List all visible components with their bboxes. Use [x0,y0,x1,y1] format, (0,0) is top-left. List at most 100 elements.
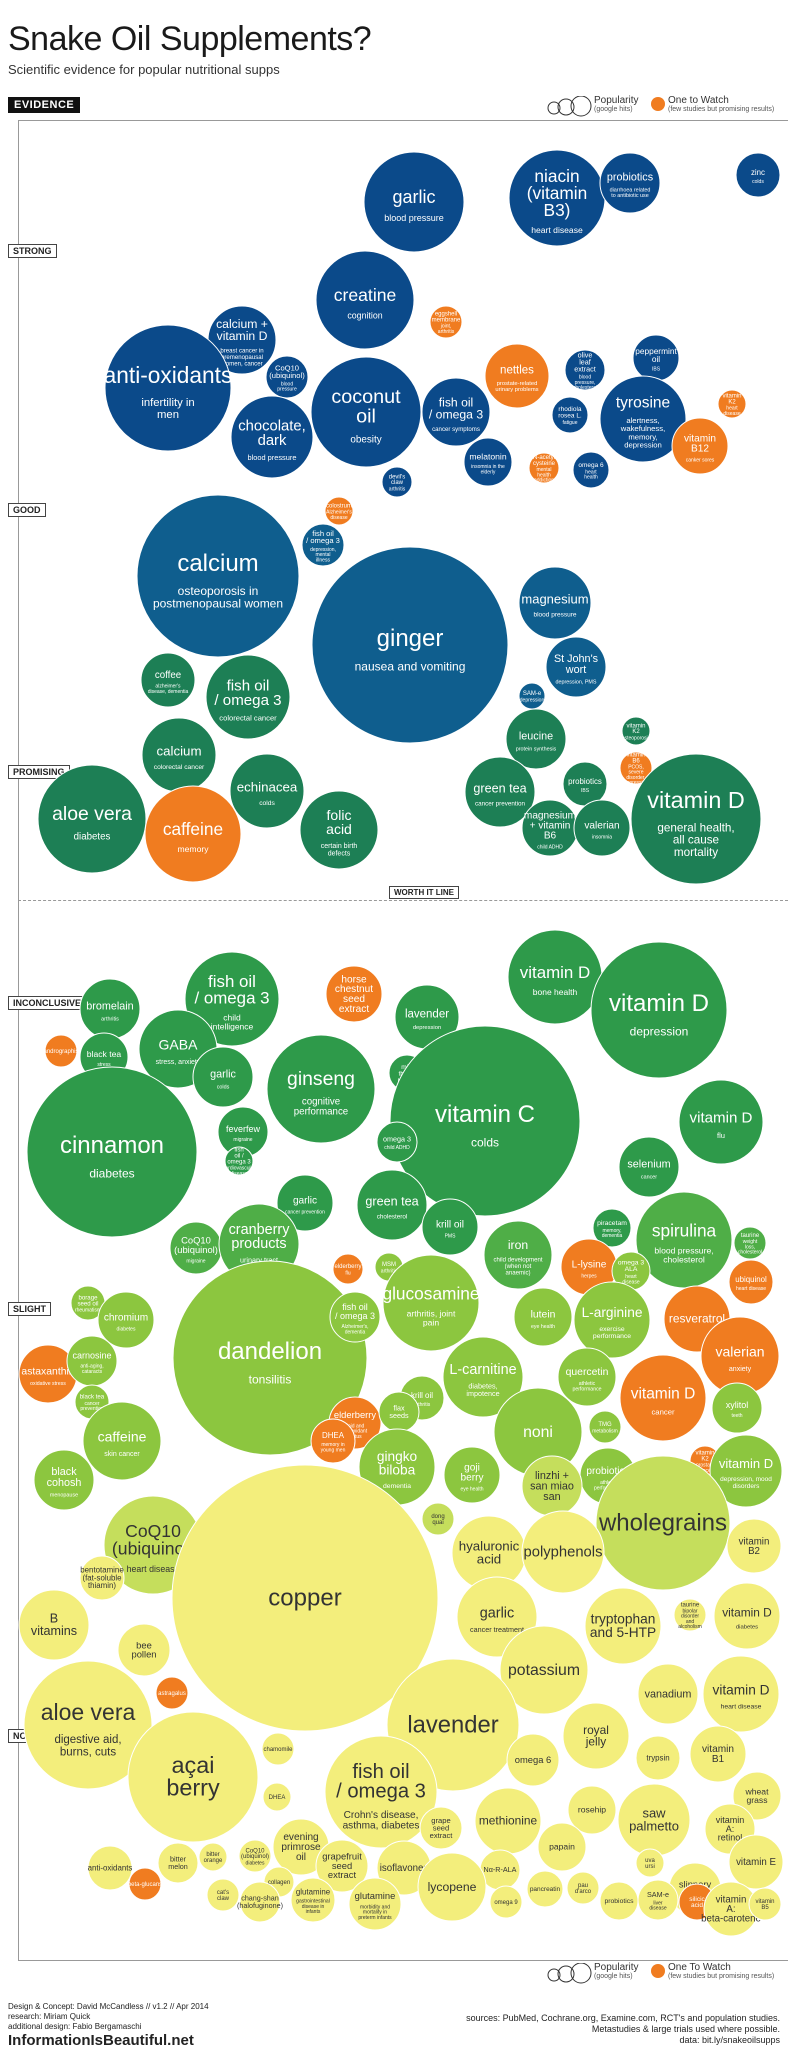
bubble-creatine [315,250,415,350]
bubble-fish-oil-omega-3 [301,523,345,567]
bubble-dhea [262,1782,292,1812]
bubble-ginger [311,546,509,744]
bubble-papain [537,1822,587,1872]
bubble-lutein [513,1287,573,1347]
bubble-wholegrains [595,1455,731,1591]
bubble-rhodiola-rosea-l [551,396,589,434]
popularity-legend: Popularity (google hits) [594,95,638,113]
bubble-dandelion [172,1260,368,1456]
bubble-leucine [505,708,567,770]
bubble-spirulina [635,1191,733,1289]
bubble-carnosine [66,1335,118,1387]
bubble-label-chang-shan-halofuginone: chang-shan(halofuginone) [237,1894,283,1910]
bubble-vitamin-b12 [671,417,729,475]
bubble-copper [171,1464,439,1732]
bubble-probiotics [599,152,661,214]
bubble-l-arginine [573,1281,651,1359]
bubble-label-n-r-ala: Nα-R-ALA [484,1865,517,1874]
bubble-label-potassium: potassium [508,1662,580,1679]
bubble-royal-jelly [562,1702,630,1770]
bubble-label-coq10-ubiquinol: CoQ10(ubiquinol)diabetes [241,1848,269,1866]
evidence-axis [18,120,19,1960]
bubble-calcium [136,494,300,658]
one-to-watch-legend-icon [651,97,665,111]
bubble-label-polyphenols: polyphenols [524,1545,603,1561]
bubble-caffeine [82,1401,162,1481]
bubble-goji-berry [443,1446,501,1504]
bubble-label-lavender: lavender [407,1711,498,1738]
bubble-a-ai-berry [127,1711,259,1843]
bubble-fish-oil-omega-3 [224,1146,254,1176]
bubble-wheat-grass [732,1771,782,1821]
credit-line: research: Miriam Quick [8,2012,91,2021]
bubble-garlic [192,1046,254,1108]
bubble-vitamin-d [702,1655,780,1733]
sources-line[interactable]: data: bit.ly/snakeoilsupps [679,2035,780,2045]
one-to-watch-legend-bottom: One To Watch (few studies but promising … [668,1962,774,1980]
bubble-anti-oxidants [104,324,232,452]
bubble-colostrum [324,496,354,526]
bubble-magnesium [518,566,592,640]
bubble-sam-e [637,1879,679,1921]
bubble-valerian [573,799,631,857]
brand-logo[interactable]: InformationIsBeautiful.net [8,2032,194,2049]
sources-line: sources: PubMed, Cochrane.org, Examine.c… [466,2013,780,2023]
bubble-omega-3 [376,1121,418,1163]
bubble-bee-pollen [117,1623,171,1677]
bubble-chromium [97,1291,155,1349]
bubble-chocolate-dark [230,395,314,479]
popularity-label-bottom: Popularity [594,1962,639,1973]
bubble-fish-oil-omega-3 [324,1735,438,1849]
bubble-label-coq10-ubiquinol: CoQ10(ubiquinol)migraine [174,1235,218,1265]
bubble-label-resveratrol: resveratrol [669,1312,725,1326]
bubble-glucosamine [382,1254,480,1352]
one-to-watch-label: One to Watch [668,95,729,106]
bubble-pancreatin [526,1870,564,1908]
page-title: Snake Oil Supplements? [8,20,372,58]
bubble-potassium [499,1625,589,1715]
bubble-vitamin-b5 [748,1887,782,1921]
bubble-label-rosehip: rosehip [578,1805,606,1815]
